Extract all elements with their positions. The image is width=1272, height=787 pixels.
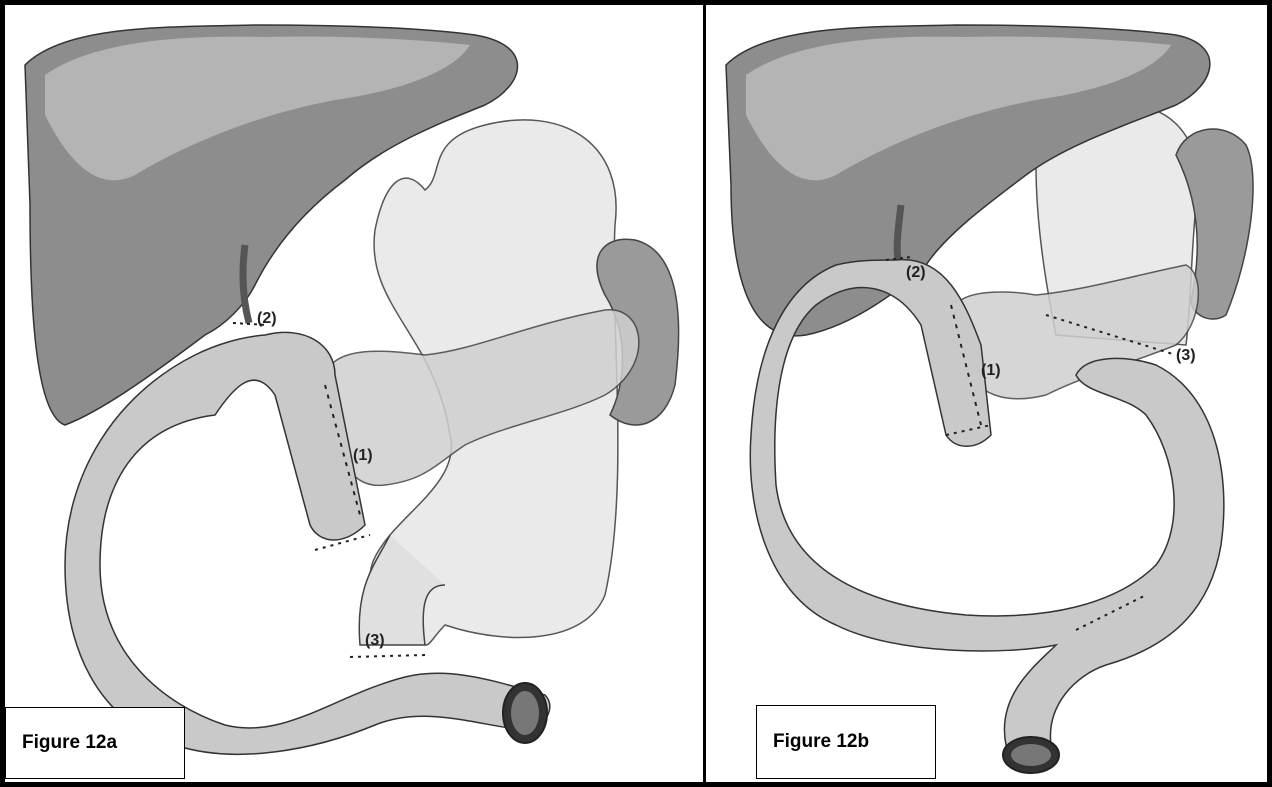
label-3: (3) — [1176, 347, 1196, 364]
bile-duct — [897, 205, 901, 260]
figure-12a-illustration: (2) (1) (3) — [5, 5, 703, 782]
bowel-lumen-inner — [511, 691, 539, 735]
figure-caption-text: Figure 12b — [773, 731, 869, 753]
bowel-lumen-inner — [1011, 744, 1051, 766]
figure-12b-illustration: (2) (1) (3) — [706, 5, 1267, 782]
figure-caption-text: Figure 12a — [22, 732, 117, 754]
suture-line-3 — [350, 655, 425, 657]
label-1: (1) — [981, 362, 1001, 379]
label-2: (2) — [257, 310, 277, 327]
label-2: (2) — [906, 264, 926, 281]
label-3: (3) — [365, 632, 385, 649]
label-1: (1) — [353, 447, 373, 464]
figure-caption-12b: Figure 12b — [756, 705, 936, 779]
figure-caption-12a: Figure 12a — [5, 707, 185, 779]
figure-divider — [703, 5, 706, 782]
